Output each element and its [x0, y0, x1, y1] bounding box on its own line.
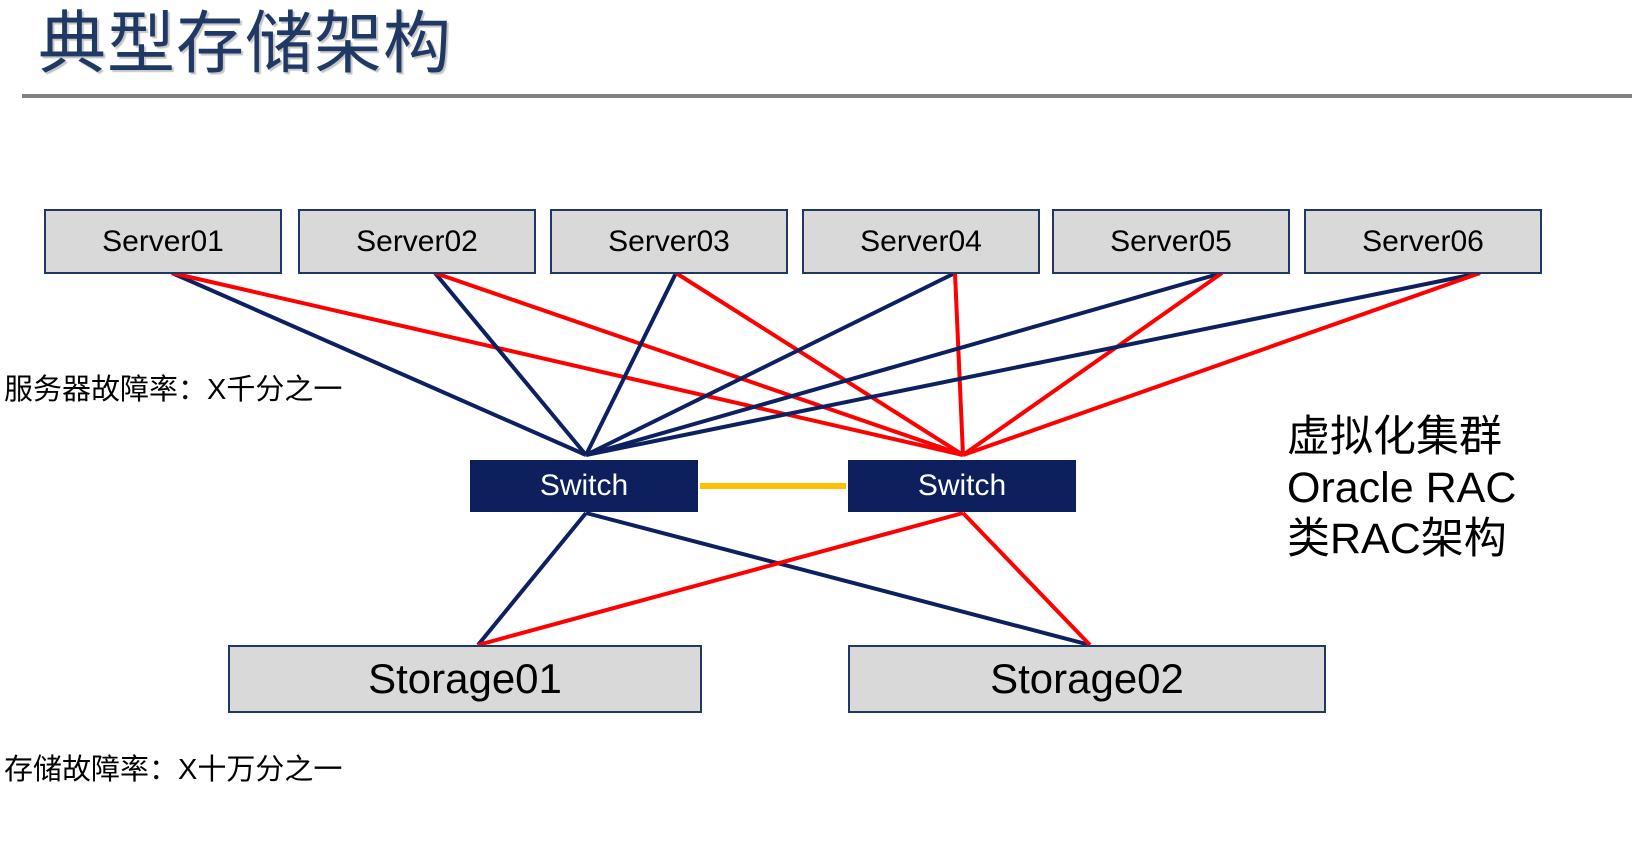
link-switch-right-to-storage-02: [961, 511, 1092, 647]
node-storage-01[interactable]: Storage01: [228, 645, 702, 713]
annotation-cluster-types: 虚拟化集群 Oracle RAC 类RAC架构: [1287, 412, 1516, 565]
link-server-02-to-switch-left: [433, 271, 588, 457]
node-server-03[interactable]: Server03: [550, 209, 788, 274]
node-server-02[interactable]: Server02: [298, 209, 536, 274]
annotation-storage-failure-rate: 存储故障率：X十万分之一: [4, 754, 343, 786]
link-server-01-to-switch-left: [171, 271, 587, 457]
node-server-06[interactable]: Server06: [1304, 209, 1542, 274]
node-switch-right[interactable]: Switch: [848, 460, 1076, 512]
link-switch-left-to-storage-01: [476, 511, 588, 647]
link-server-03-to-switch-left: [584, 272, 678, 456]
title-divider: [22, 94, 1632, 98]
node-label: Server04: [860, 224, 982, 258]
node-label: Server02: [356, 224, 478, 258]
cluster-type-line-2: Oracle RAC: [1287, 464, 1517, 512]
link-server-05-to-switch-right: [961, 271, 1224, 457]
node-label: Server03: [608, 224, 730, 258]
node-label: Storage01: [368, 655, 562, 702]
node-label: Switch: [917, 469, 1007, 502]
link-server-02-to-switch-right: [434, 271, 964, 457]
node-switch-left[interactable]: Switch: [470, 460, 698, 512]
node-label: Storage02: [990, 655, 1184, 702]
link-server-06-to-switch-left: [585, 271, 1481, 457]
link-server-01-to-switch-right: [171, 271, 964, 457]
node-server-01[interactable]: Server01: [44, 209, 282, 274]
link-switch-right-to-storage-01: [477, 511, 964, 647]
link-server-03-to-switch-right: [674, 271, 965, 457]
cluster-type-line-3: 类RAC架构: [1287, 515, 1507, 563]
node-label: Switch: [539, 469, 629, 502]
link-server-05-to-switch-left: [585, 271, 1223, 457]
link-server-04-to-switch-left: [585, 271, 956, 457]
node-label: Server01: [102, 224, 224, 258]
node-label: Server05: [1110, 224, 1232, 258]
page-title: 典型存储架构: [38, 6, 453, 82]
link-server-06-to-switch-right: [962, 271, 1481, 457]
node-server-05[interactable]: Server05: [1052, 209, 1290, 274]
annotation-server-failure-rate: 服务器故障率：X千分之一: [4, 374, 343, 406]
node-label: Server06: [1362, 224, 1484, 258]
cluster-type-line-1: 虚拟化集群: [1287, 413, 1502, 461]
node-server-04[interactable]: Server04: [802, 209, 1040, 274]
link-switch-left-to-storage-02: [585, 511, 1091, 647]
node-storage-02[interactable]: Storage02: [848, 645, 1326, 713]
link-server-04-to-switch-right: [953, 272, 965, 456]
